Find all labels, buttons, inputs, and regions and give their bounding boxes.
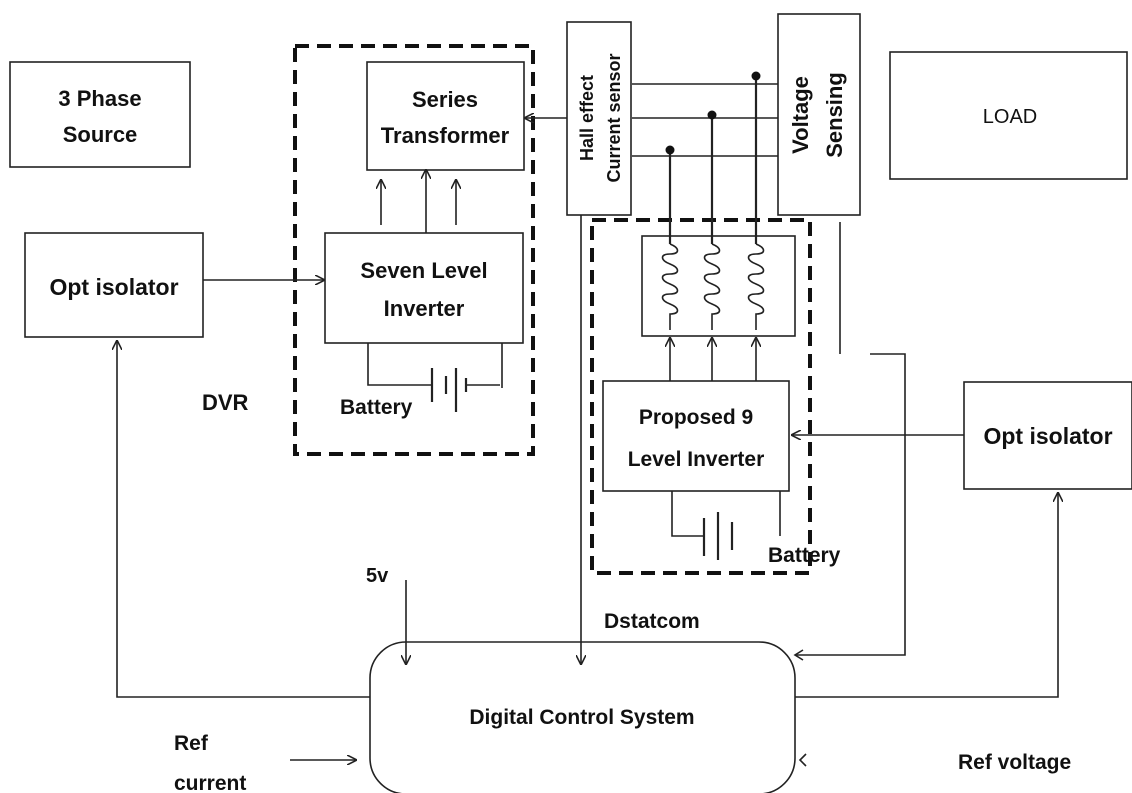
voltage-feedback-line: [793, 222, 906, 661]
coupling-inductor-bank: [641, 235, 796, 337]
ref-current-label-line1: Ref: [174, 732, 209, 755]
opt-isolator-right-block: Opt isolator: [963, 381, 1132, 490]
inverter-to-transformer-arrows: [381, 170, 456, 233]
voltage-sensing-label-line2: Sensing: [822, 72, 847, 158]
series-transformer-label-line1: Series: [412, 87, 478, 112]
ref-current-label-line2: current: [174, 772, 246, 793]
inductor-icon: [703, 243, 721, 330]
load-label: LOAD: [983, 106, 1037, 128]
load-block: LOAD: [889, 51, 1128, 180]
seven-level-inverter-label-line1: Seven Level: [360, 258, 487, 283]
seven-level-inverter-block: Seven Level Inverter: [324, 232, 524, 344]
nine-level-to-coils-arrows: [670, 338, 756, 381]
nine-level-inverter-label-line1: Proposed 9: [639, 406, 753, 429]
hall-effect-sensor-block: Hall effect Current sensor: [566, 21, 632, 216]
control-to-right-isolator-line: [795, 493, 1058, 698]
battery-left-icon: [367, 343, 503, 412]
voltage-sensing-label-line1: Voltage: [788, 76, 813, 154]
opt-isolator-left-label: Opt isolator: [49, 274, 178, 300]
hall-sensor-label-line2: Current sensor: [604, 53, 624, 182]
battery-left-label: Battery: [340, 396, 413, 419]
battery-right-label: Battery: [768, 544, 841, 567]
three-phase-source-block: 3 Phase Source: [9, 61, 191, 168]
junction-dot: [665, 145, 675, 155]
hall-sensor-label-line1: Hall effect: [577, 75, 597, 161]
opt-isolator-left-block: Opt isolator: [24, 232, 204, 338]
nine-level-inverter-label-line2: Level Inverter: [628, 448, 765, 471]
seven-level-inverter-label-line2: Inverter: [384, 296, 465, 321]
ref-voltage-label: Ref voltage: [958, 751, 1071, 774]
source-label-line1: 3 Phase: [58, 86, 141, 111]
ref-voltage-chevron-icon: [798, 753, 807, 767]
junction-dot: [707, 110, 717, 120]
digital-control-label: Digital Control System: [469, 706, 694, 729]
nine-level-inverter-block: Proposed 9 Level Inverter: [602, 380, 790, 492]
five-volt-label: 5v: [366, 565, 389, 587]
source-label-line2: Source: [63, 122, 138, 147]
voltage-sensing-block: Voltage Sensing: [777, 13, 861, 216]
junction-dot: [751, 71, 761, 81]
opt-isolator-right-label: Opt isolator: [983, 423, 1112, 449]
tap-lines: [665, 71, 761, 244]
series-transformer-label-line2: Transformer: [381, 123, 510, 148]
battery-right-icon: [671, 491, 781, 560]
inductor-icon: [747, 243, 765, 330]
dvr-group: [293, 44, 535, 456]
inductor-icon: [661, 243, 679, 330]
dstatcom-label: Dstatcom: [604, 610, 700, 633]
power-lines: [632, 83, 778, 157]
control-to-left-isolator-line: [117, 341, 370, 698]
dvr-label: DVR: [202, 390, 249, 415]
series-transformer-block: Series Transformer: [366, 61, 525, 171]
digital-control-system-block: Digital Control System: [369, 641, 796, 793]
